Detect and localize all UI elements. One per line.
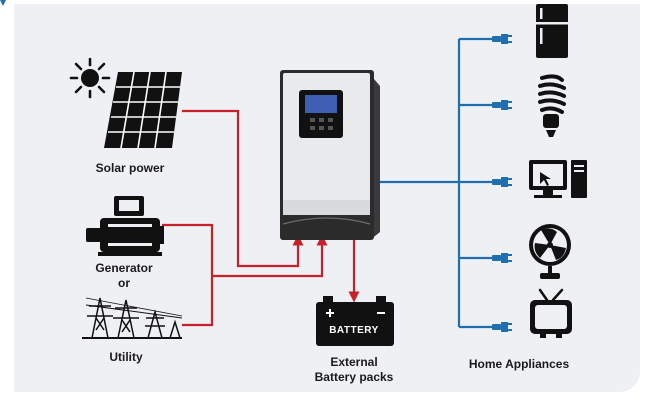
plug-icon — [492, 177, 512, 187]
lcd-screen — [305, 95, 337, 113]
battery-icon — [316, 296, 394, 346]
battery-label: BATTERY — [329, 325, 379, 336]
external-label: External — [330, 355, 378, 369]
plug-icon — [492, 100, 512, 110]
or-label: or — [118, 276, 130, 290]
inverter-device — [280, 70, 380, 240]
sun-icon — [69, 57, 111, 99]
solar-panel-icon — [104, 71, 182, 149]
generator-to-inverter-line — [162, 223, 214, 327]
fridge-icon — [536, 4, 568, 58]
fan-icon — [529, 224, 571, 279]
solar-to-inverter-line — [182, 109, 304, 268]
generator-label: Generator — [95, 261, 153, 275]
home-appliances-label: Home Appliances — [468, 357, 570, 371]
utility-label: Utility — [109, 350, 143, 364]
generator-icon — [86, 196, 164, 256]
plug-icon — [492, 34, 512, 44]
corner-mark — [0, 0, 6, 6]
plug-icon — [492, 322, 512, 332]
plug-icon — [492, 253, 512, 263]
grid-to-inverter-line — [212, 234, 328, 278]
tv-icon — [530, 288, 572, 338]
input-lines — [162, 109, 360, 327]
battery-packs-label: Battery packs — [314, 370, 394, 384]
light-bulb-icon — [538, 74, 566, 137]
power-tower-icon — [82, 297, 183, 339]
computer-icon — [529, 160, 587, 198]
solar-power-label: Solar power — [95, 161, 165, 175]
output-lines — [380, 37, 492, 329]
plug-icons — [492, 34, 512, 332]
